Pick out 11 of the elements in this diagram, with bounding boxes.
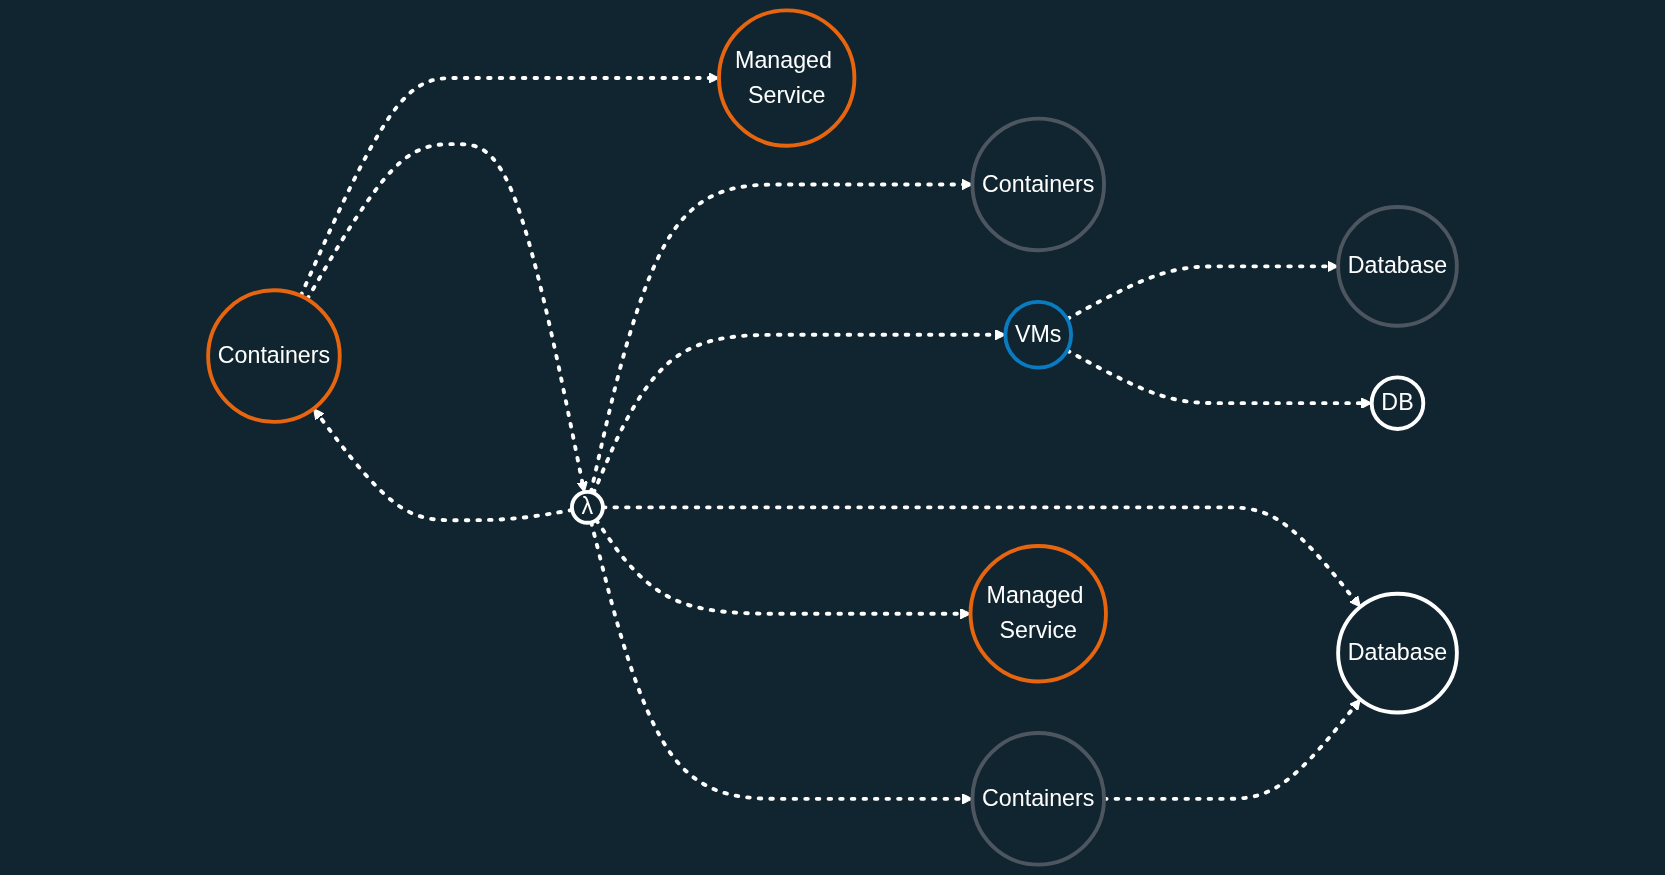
node-circle: Managed Service xyxy=(968,544,1108,684)
node-circle: DB xyxy=(1369,375,1426,431)
arrow xyxy=(305,142,588,493)
node-circle: Database xyxy=(1336,205,1459,328)
node-circle: Database xyxy=(1336,591,1459,715)
node-circle: Managed Service xyxy=(717,8,857,148)
node-circle: VMs xyxy=(1003,299,1074,370)
node-circle: Containers xyxy=(206,288,342,424)
node-circle: λ xyxy=(570,489,605,525)
node-circle: Containers xyxy=(970,731,1106,867)
node-circle: Containers xyxy=(970,116,1106,253)
